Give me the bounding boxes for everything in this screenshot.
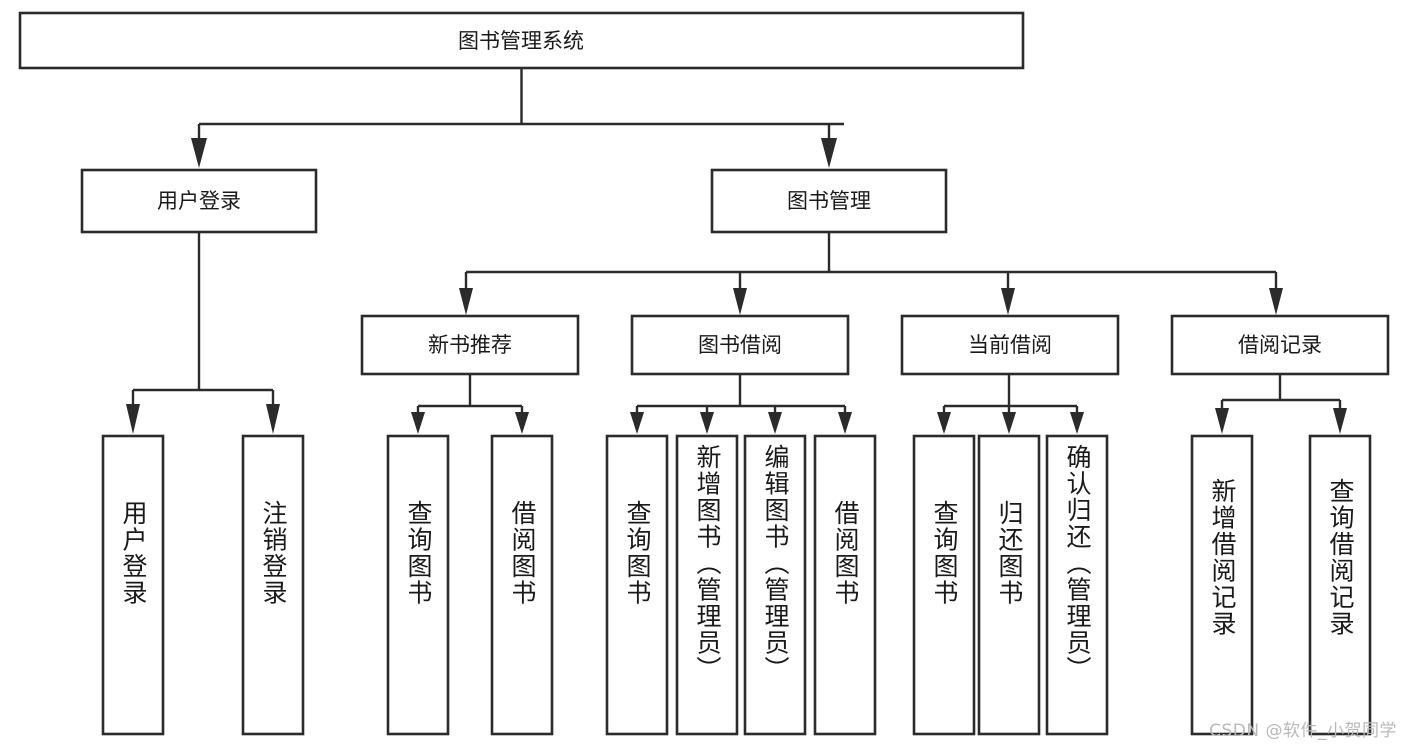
node-book-borrow-label: 图书借阅 bbox=[698, 333, 782, 357]
node-leaf-borrowrecord-query-box[interactable] bbox=[1308, 434, 1372, 736]
arrow-head-bookborrow-leaf-1 bbox=[630, 412, 644, 434]
node-leaf-bookborrow-query-box[interactable] bbox=[605, 434, 669, 736]
edges-group bbox=[126, 68, 1347, 434]
watermark-text: CSDN @软件_小贺同学 bbox=[1209, 721, 1397, 741]
arrow-head-borrowrecord-leaf-2 bbox=[1333, 408, 1347, 434]
arrow-head-newbook-leaf-1 bbox=[411, 412, 425, 434]
arrow-head-current-borrow bbox=[1001, 288, 1015, 315]
node-user-login-label: 用户登录 bbox=[157, 189, 241, 213]
node-leaf-borrowrecord-add-box[interactable] bbox=[1190, 434, 1254, 736]
arrow-head-book-manage bbox=[821, 138, 837, 168]
node-leaf-currentborrow-confirm-box[interactable] bbox=[1045, 434, 1109, 736]
node-leaf-bookborrow-add-box[interactable] bbox=[675, 434, 739, 736]
node-current-borrow-label: 当前借阅 bbox=[968, 333, 1052, 357]
node-leaf-bookborrow-borrow-box[interactable] bbox=[813, 434, 877, 736]
arrow-head-currentborrow-leaf-3 bbox=[1070, 412, 1084, 434]
node-root-box[interactable] bbox=[18, 11, 1025, 70]
node-book-borrow-box[interactable] bbox=[630, 314, 850, 376]
node-leaf-user-login-box[interactable] bbox=[101, 434, 165, 736]
arrow-head-user-login bbox=[191, 138, 207, 168]
node-leaf-currentborrow-query-box[interactable] bbox=[912, 434, 976, 736]
arrow-head-leaf-logout bbox=[266, 404, 280, 434]
node-leaf-currentborrow-return-box[interactable] bbox=[977, 434, 1041, 736]
arrow-head-leaf-user-login bbox=[126, 404, 140, 434]
node-leaf-newbook-query-box[interactable] bbox=[386, 434, 450, 736]
arrow-head-newbook-leaf-2 bbox=[515, 412, 529, 434]
node-leaf-logout-box[interactable] bbox=[241, 434, 305, 736]
node-new-book-recommend-box[interactable] bbox=[360, 314, 580, 376]
arrow-head-borrow-record bbox=[1269, 288, 1283, 315]
arrow-head-bookborrow-leaf-4 bbox=[838, 412, 852, 434]
node-borrow-record-box[interactable] bbox=[1170, 314, 1390, 376]
arrow-head-bookborrow-leaf-3 bbox=[768, 412, 782, 434]
node-leaf-bookborrow-edit-box[interactable] bbox=[743, 434, 807, 736]
arrow-head-currentborrow-leaf-1 bbox=[937, 412, 951, 434]
arrow-head-borrowrecord-leaf-1 bbox=[1215, 408, 1229, 434]
node-root-label: 图书管理系统 bbox=[458, 29, 584, 53]
arrow-head-currentborrow-leaf-2 bbox=[1002, 412, 1016, 434]
arrow-head-book-borrow bbox=[733, 288, 747, 315]
nodes-group: 图书管理系统 用户登录 图书管理 新书推荐 图书借阅 当前借阅 借阅记录 bbox=[18, 11, 1390, 736]
node-book-manage-box[interactable] bbox=[710, 168, 948, 234]
node-user-login-box[interactable] bbox=[80, 168, 318, 234]
node-leaf-newbook-borrow-box[interactable] bbox=[490, 434, 554, 736]
node-new-book-recommend-label: 新书推荐 bbox=[428, 333, 512, 357]
node-current-borrow-box[interactable] bbox=[900, 314, 1120, 376]
node-borrow-record-label: 借阅记录 bbox=[1238, 333, 1322, 357]
arrow-head-new-book bbox=[459, 288, 473, 315]
node-book-manage-label: 图书管理 bbox=[787, 189, 871, 213]
arrow-head-bookborrow-leaf-2 bbox=[700, 412, 714, 434]
